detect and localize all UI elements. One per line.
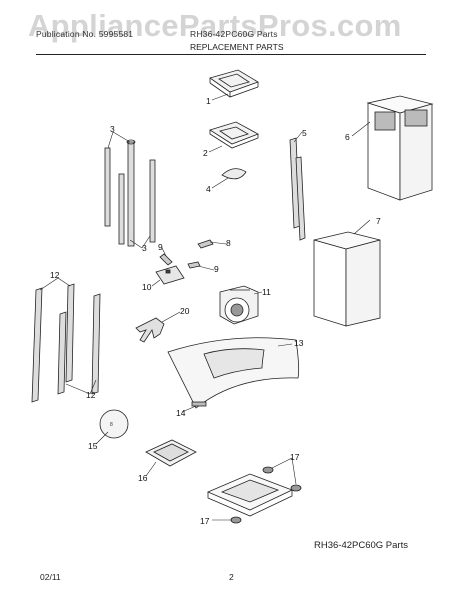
callout-1: 1 [206, 96, 211, 106]
callout-17-bottom: 17 [200, 516, 210, 526]
part-2-bracket-frame [209, 121, 259, 149]
svg-text:8: 8 [110, 422, 113, 428]
callout-16: 16 [138, 473, 148, 483]
callout-7: 7 [376, 216, 381, 226]
part-6-upper-chimney [366, 95, 434, 201]
callout-3-bottom: 3 [142, 243, 147, 253]
part-4-plate [221, 168, 247, 180]
header-model: RH36-42PC60G Parts [190, 29, 278, 39]
callout-13: 13 [294, 338, 304, 348]
callout-11: 11 [262, 287, 271, 297]
callout-6: 6 [345, 132, 350, 142]
callout-12-top: 12 [50, 270, 60, 280]
callout-8: 8 [226, 238, 231, 248]
callout-14: 14 [176, 408, 186, 418]
part-3-rails [104, 139, 156, 247]
callout-10: 10 [142, 282, 152, 292]
callout-9-left: 9 [158, 242, 163, 252]
part-16-filter [145, 439, 197, 467]
header-divider [36, 54, 426, 55]
callout-17-top: 17 [290, 452, 300, 462]
footer-date: 02/11 [40, 572, 61, 582]
publication-number: Publication No. 5995581 [36, 29, 134, 39]
callout-2: 2 [203, 148, 208, 158]
part-14-light [191, 401, 207, 407]
callout-4: 4 [206, 184, 211, 194]
callout-3-top: 3 [110, 124, 115, 134]
part-1-top-frame [209, 69, 259, 98]
model-label: RH36-42PC60G Parts [314, 540, 408, 551]
part-13-canopy [167, 337, 300, 409]
watermark-text: AppliancePartsPros.com [28, 8, 402, 43]
part-11-blower [219, 285, 259, 325]
part-15-bulb: 8 [99, 409, 129, 439]
part-10-control-module [155, 265, 185, 285]
part-7-lower-chimney [313, 231, 381, 327]
callout-20: 20 [180, 306, 190, 316]
part-8-9-switches [159, 239, 214, 269]
part-12-rails [31, 283, 101, 403]
part-20-bracket [135, 317, 165, 343]
part-5-rails [289, 137, 306, 241]
part-17-base [206, 466, 302, 524]
callout-15: 15 [88, 441, 98, 451]
callout-12-bottom: 12 [86, 390, 96, 400]
callout-9-right: 9 [214, 264, 219, 274]
footer-page-number: 2 [229, 572, 234, 582]
callout-5: 5 [302, 128, 307, 138]
page-title: REPLACEMENT PARTS [190, 42, 284, 52]
